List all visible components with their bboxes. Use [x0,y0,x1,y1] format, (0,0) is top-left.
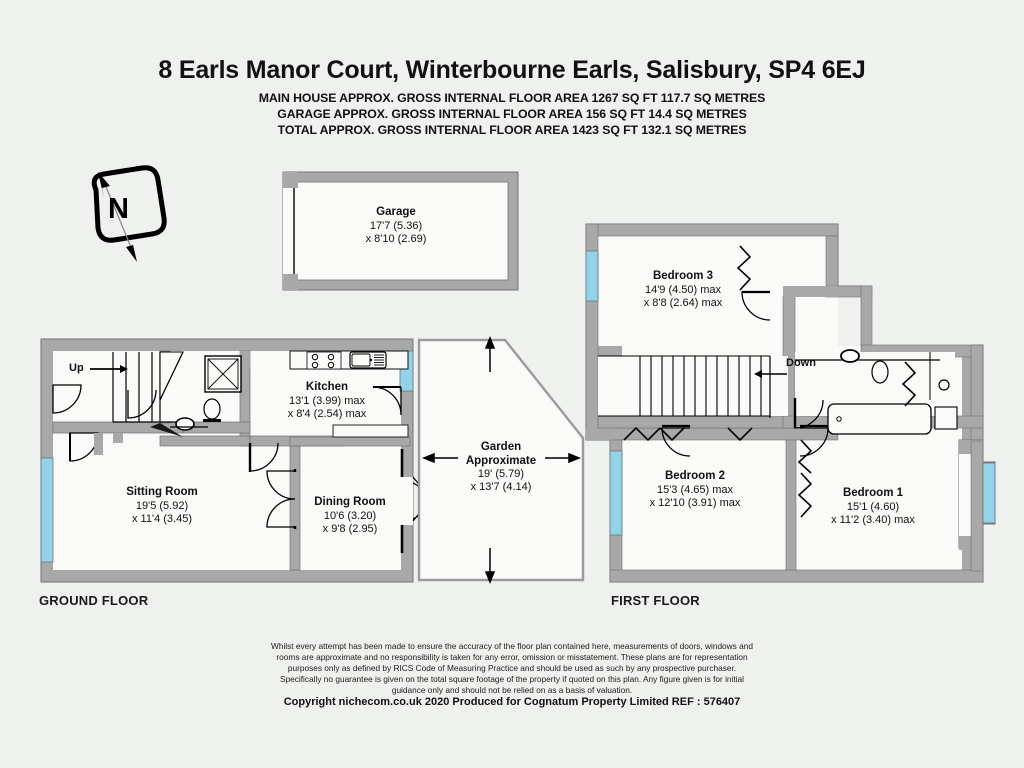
bathtub [827,403,932,435]
room-label-garden: Garden Approximate 19' (5.79) x 13'7 (4.… [465,441,537,494]
room-label-kitchen: Kitchen 13'1 (3.99) max x 8'4 (2.54) max [287,381,367,420]
staircase-first [598,355,788,418]
room-label-bedroom-1: Bedroom 1 15'1 (4.60) x 11'2 (3.40) max [831,487,915,526]
ground-floor-caption: GROUND FLOOR [39,593,149,608]
disclaimer-line: guidance only and should not be relied o… [391,685,633,696]
door-front [52,384,82,414]
toilet-wc-ground [203,398,221,422]
copyright-text: Copyright nichecom.co.uk 2020 Produced f… [283,696,741,708]
stair-label-up: Up [69,362,84,374]
hob-icon [306,351,342,370]
door-cloakroom [127,389,157,419]
area-summary-main-house: MAIN HOUSE APPROX. GROSS INTERNAL FLOOR … [258,91,766,105]
window-sitting-room [40,457,54,563]
basin-ground [170,417,208,431]
door-kitchen-hall [248,442,279,472]
garden-outline [417,335,585,585]
disclaimer-text: Whilst every attempt has been made to en… [0,641,1024,696]
area-summary-total: TOTAL APPROX. GROSS INTERNAL FLOOR AREA … [277,123,747,137]
sink-icon [349,351,387,369]
basin-first [840,349,860,363]
room-label-dining-room: Dining Room 10'6 (3.20) x 9'8 (2.95) [314,496,386,535]
toilet-wc-first [871,360,889,384]
disclaimer-line: purposes only as defined by RICS Code of… [287,663,737,674]
room-label-bedroom-2: Bedroom 2 15'3 (4.65) max x 12'10 (3.91)… [649,470,741,509]
bathroom-fittings [795,349,958,435]
compass-rose [91,165,167,262]
staircase-ground [90,351,184,437]
ground-floor-plan [40,338,432,583]
disclaimer-line: rooms are approximate and no responsibil… [276,652,748,663]
room-label-sitting-room: Sitting Room 19'5 (5.92) x 11'4 (3.45) [126,486,198,525]
wardrobe-bedroom-3 [736,245,752,291]
first-floor-plan [585,223,996,583]
garden-dimension-arrows [421,335,582,585]
double-doors-sitting-dining [266,469,297,529]
eaves-landing [727,427,753,442]
room-label-bedroom-3: Bedroom 3 14'9 (4.50) max x 8'8 (2.64) m… [643,270,723,309]
kitchen-units [289,350,409,438]
door-bedroom-3 [741,290,771,321]
first-floor-caption: FIRST FLOOR [611,593,700,608]
window-bedroom-3 [585,250,599,302]
door-bathroom [793,398,824,429]
door-bedroom-2 [661,424,691,457]
shower-cubicle [204,355,242,393]
area-summary-garage: GARAGE APPROX. GROSS INTERNAL FLOOR AREA… [277,107,747,121]
wardrobe-landing [901,361,917,407]
window-bedroom-2 [609,450,623,536]
disclaimer-line: Whilst every attempt has been made to en… [271,641,753,651]
disclaimer-line: Specifically no guarantee is given on th… [280,674,744,685]
compass-north-label: N [108,193,129,225]
garage-outline [282,171,519,291]
window-bedroom-1 [982,462,996,524]
eaves-bedroom-2 [623,426,685,442]
page-title: 8 Earls Manor Court, Winterbourne Earls,… [158,56,866,84]
door-kitchen-garden [372,386,402,416]
stair-label-down: Down [786,357,816,369]
room-label-garage: Garage 17'7 (5.36) x 8'10 (2.69) [365,206,427,245]
wardrobe-bedroom-1 [797,439,813,518]
